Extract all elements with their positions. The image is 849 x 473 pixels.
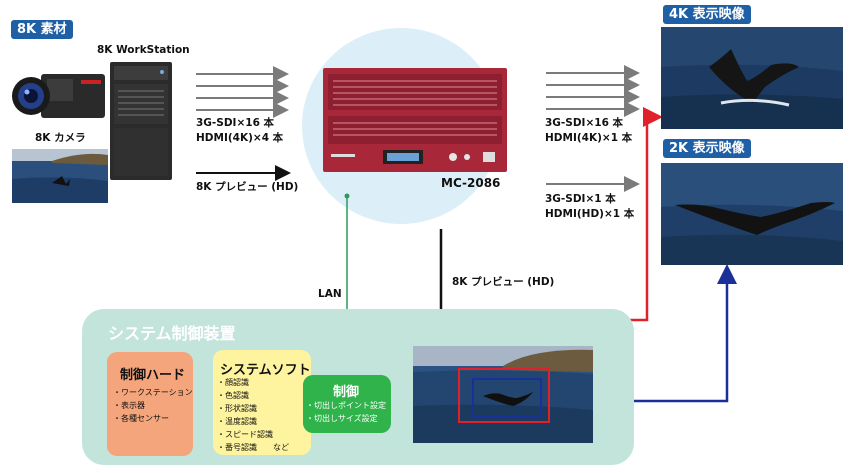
control-box: 制御 ・切出しポイント設定 ・切出しサイズ設定 (303, 375, 391, 433)
hardware-item: ・各種センサー (113, 414, 169, 423)
input-arrows (196, 66, 289, 118)
output-4k-line2: HDMI(4K)×1 本 (545, 132, 633, 144)
camera-label: 8K カメラ (35, 132, 86, 144)
hardware-item: ・ワークステーション (113, 388, 193, 397)
source-badge: 8K 素材 (11, 20, 73, 39)
control-list: ・切出しポイント設定 ・切出しサイズ設定 (306, 399, 386, 425)
software-title: システムソフト (220, 363, 311, 378)
crop-2k-frame (472, 378, 542, 417)
software-box: システムソフト ・顔認識 ・色認識 ・形状認識 ・温度認識 ・スピード認識 ・番… (213, 350, 311, 455)
display-2k-badge: 2K 表示映像 (663, 139, 751, 158)
preview-in-label: 8K プレビュー (HD) (196, 181, 299, 193)
software-item: ・形状認識 (217, 404, 257, 413)
output-4k-label: 3G-SDI×16 本 HDMI(4K)×1 本 (545, 116, 632, 146)
device-name: MC-2086 (441, 176, 501, 190)
hardware-title: 制御ハード (120, 368, 186, 383)
crop-4k-frame (458, 368, 550, 423)
device-unit (323, 68, 507, 172)
software-item: ・スピード認識 (217, 430, 273, 439)
input-link-line1: 3G-SDI×16 本 (196, 117, 275, 129)
software-item: ・番号認識 など (217, 443, 289, 452)
input-link-label: 3G-SDI×16 本 HDMI(4K)×4 本 (196, 116, 283, 146)
system-title: システム制御装置 (108, 324, 236, 343)
preview-out-label: 8K プレビュー (HD) (452, 276, 555, 288)
workstation-label: 8K WorkStation (97, 44, 190, 56)
output-4k-line1: 3G-SDI×16 本 (545, 117, 624, 129)
software-item: ・顔認識 (217, 378, 249, 387)
camera-icon (12, 74, 105, 118)
display-2k-photo (661, 163, 843, 265)
input-link-line2: HDMI(4K)×4 本 (196, 132, 284, 144)
control-item: ・切出しポイント設定 (306, 401, 386, 410)
output-2k-line2: HDMI(HD)×1 本 (545, 208, 635, 220)
hardware-box: 制御ハード ・ワークステーション ・表示器 ・各種センサー (107, 352, 193, 456)
camera-photo (12, 149, 108, 203)
workstation-icon (110, 62, 172, 180)
software-item: ・温度認識 (217, 417, 257, 426)
output-2k-line1: 3G-SDI×1 本 (545, 193, 616, 205)
control-item: ・切出しサイズ設定 (306, 414, 378, 423)
software-item: ・色認識 (217, 391, 249, 400)
control-title: 制御 (333, 385, 360, 400)
hardware-list: ・ワークステーション ・表示器 ・各種センサー (113, 386, 193, 425)
output-2k-label: 3G-SDI×1 本 HDMI(HD)×1 本 (545, 192, 634, 222)
display-4k-badge: 4K 表示映像 (663, 5, 751, 24)
output-4k-arrows (546, 65, 640, 117)
lan-dot-top (344, 193, 350, 199)
lan-label: LAN (318, 288, 342, 300)
hardware-item: ・表示器 (113, 401, 145, 410)
software-list: ・顔認識 ・色認識 ・形状認識 ・温度認識 ・スピード認識 ・番号認識 など (217, 376, 289, 454)
display-4k-photo (661, 27, 843, 129)
